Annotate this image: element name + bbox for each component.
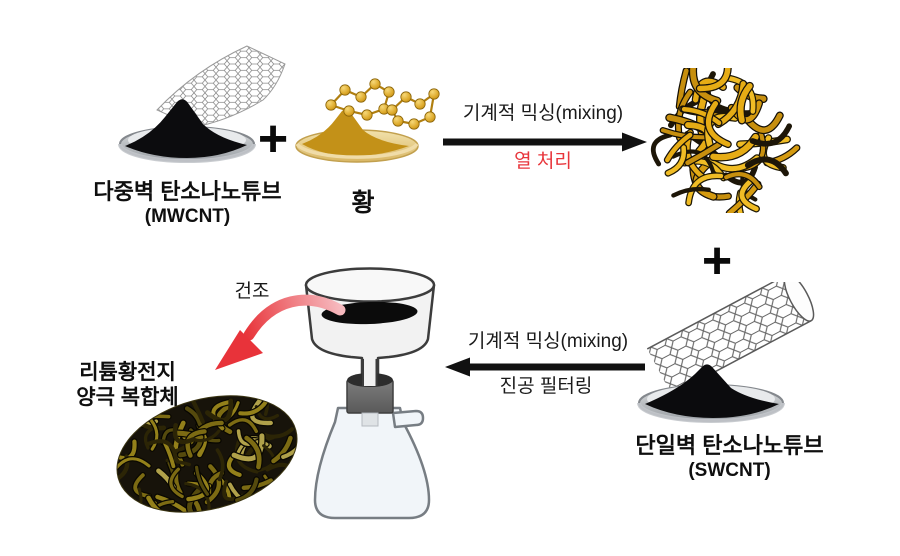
mwcnt-label: 다중벽 탄소나노튜브 (MWCNT) [55, 178, 320, 228]
erlenmeyer-flask [313, 406, 431, 520]
mwcnt-abbr: (MWCNT) [144, 206, 231, 227]
plus-icon: + [701, 232, 733, 290]
s8-atoms [325, 78, 440, 130]
sulfur-cnt-mixture-figure [650, 68, 801, 213]
mwcnt-figure [118, 45, 286, 163]
mwcnt-name: 다중벽 탄소나노튜브 [93, 179, 282, 204]
swcnt-label: 단일벽 탄소나노튜브 (SWCNT) [607, 432, 852, 482]
swcnt-abbr: (SWCNT) [688, 460, 771, 481]
mix-label-2: 기계적 믹싱(mixing) [467, 331, 629, 352]
sulfur-powder-mound [302, 109, 409, 156]
vacuum-filtering-label: 진공 필터링 [499, 376, 593, 397]
swcnt-powder-mound [645, 364, 779, 418]
mwcnt-powder-mound [125, 99, 247, 158]
sulfur-dish-front-rim [295, 142, 419, 159]
cathode-composite-figure [111, 388, 308, 525]
heat-treatment-label: 열 처리 [514, 151, 572, 172]
plus-icon: + [257, 110, 289, 168]
dish-front-rim [118, 143, 256, 163]
sulfur-label: 황 [351, 189, 375, 217]
swcnt-tube-icon [646, 282, 815, 396]
dish-front-rim [637, 402, 785, 423]
swcnt-name: 단일벽 탄소나노튜브 [635, 433, 824, 458]
dry-label: 건조 [234, 281, 270, 302]
curved-dry-arrow-icon [215, 294, 346, 370]
mix-label-1: 기계적 믹싱(mixing) [462, 103, 624, 124]
sulfur-figure [295, 78, 440, 163]
product-name-line1: 리튬황전지 [79, 361, 176, 384]
filter-adapter [361, 412, 379, 427]
product-label: 리튬황전지 양극 복합체 [45, 360, 210, 410]
swcnt-figure [637, 282, 815, 423]
arrow-left-icon [445, 357, 645, 377]
funnel-rim [304, 267, 436, 303]
arrow-right-icon [443, 132, 647, 152]
flask-side-arm [391, 409, 425, 429]
funnel-stem [363, 360, 377, 386]
product-name-line2: 양극 복합체 [76, 386, 179, 409]
black-slurry [321, 301, 418, 325]
